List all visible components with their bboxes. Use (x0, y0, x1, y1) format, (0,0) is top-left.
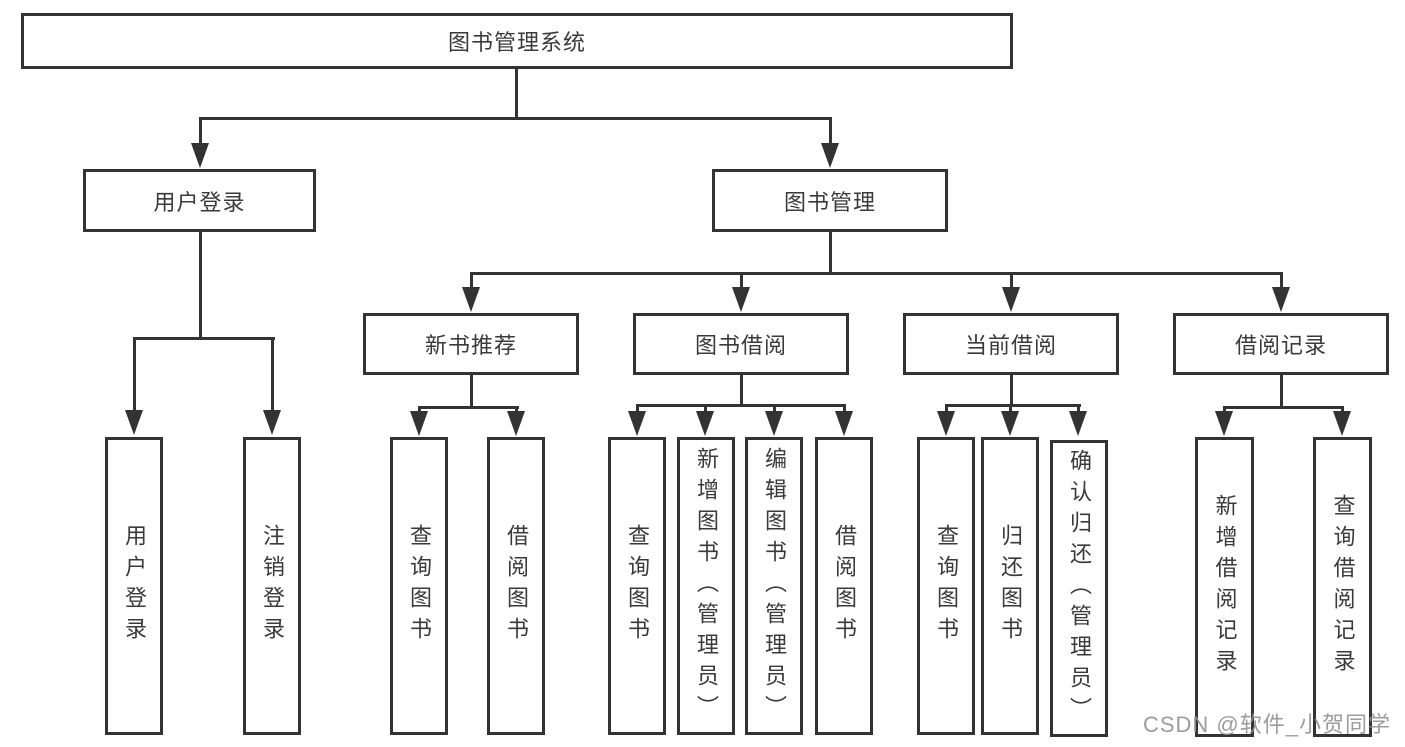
connector-bookmgmt-stem (829, 232, 832, 275)
leaf-return-books-label: 归还图书 (998, 524, 1023, 648)
leaf-query-books-3-label: 查询图书 (934, 524, 959, 648)
connector-borrow-drop-4 (843, 404, 846, 412)
arrow-down-icon (821, 143, 839, 168)
connector-records-rail (1223, 406, 1344, 409)
arrow-down-icon (732, 287, 750, 312)
arrow-down-icon (628, 411, 646, 436)
connector-userlogin-drop-1 (133, 337, 136, 413)
connector-userlogin-stem (199, 232, 202, 339)
connector-borrow-rail (636, 404, 846, 407)
arrow-down-icon (835, 411, 853, 436)
connector-bookmgmt-drop-4 (1280, 272, 1283, 288)
leaf-confirm-return-admin-label: 确认归还（管理员） (1067, 449, 1092, 728)
connector-newbook-drop-1 (418, 406, 421, 414)
connector-root-drop-right (829, 117, 832, 146)
leaf-borrow-books-1-label: 借阅图书 (504, 524, 529, 648)
arrow-down-icon (1001, 411, 1019, 436)
leaf-add-books-admin: 新增图书（管理员） (677, 437, 735, 735)
node-root-label: 图书管理系统 (447, 30, 586, 55)
connector-records-drop-2 (1341, 406, 1344, 414)
connector-root-stem (515, 69, 518, 119)
connector-newbook-drop-2 (515, 406, 518, 414)
leaf-confirm-return-admin: 确认归还（管理员） (1050, 440, 1108, 737)
node-current-borrow: 当前借阅 (903, 313, 1119, 375)
node-new-book-recommend: 新书推荐 (363, 313, 579, 375)
arrow-down-icon (462, 287, 480, 312)
watermark: CSDN @软件_小贺同学 (1142, 712, 1391, 737)
leaf-borrow-books-2: 借阅图书 (815, 437, 873, 735)
leaf-query-books-2: 查询图书 (608, 437, 666, 735)
node-borrow-records: 借阅记录 (1173, 313, 1389, 375)
arrow-down-icon (191, 143, 209, 168)
connector-bookmgmt-drop-2 (740, 272, 743, 288)
connector-current-stem (1010, 375, 1013, 407)
arrow-down-icon (1069, 411, 1087, 436)
arrow-down-icon (1215, 411, 1233, 436)
node-current-borrow-label: 当前借阅 (964, 333, 1057, 358)
leaf-edit-books-admin-label: 编辑图书（管理员） (762, 446, 787, 726)
leaf-query-borrow-record: 查询借阅记录 (1313, 437, 1372, 737)
connector-records-drop-1 (1223, 406, 1226, 414)
connector-borrow-drop-1 (636, 404, 639, 412)
connector-root-drop-left (199, 117, 202, 146)
arrow-down-icon (1272, 287, 1290, 312)
leaf-query-books-2-label: 查询图书 (625, 524, 650, 648)
connector-userlogin-rail (133, 337, 275, 340)
connector-borrow-stem (740, 375, 743, 407)
arrow-down-icon (507, 411, 525, 436)
leaf-logout: 注销登录 (243, 437, 301, 735)
connector-newbook-stem (470, 375, 473, 409)
connector-bookmgmt-drop-3 (1010, 272, 1013, 288)
connector-current-drop-3 (1077, 404, 1080, 412)
connector-current-drop-2 (1009, 404, 1012, 412)
leaf-borrow-books-2-label: 借阅图书 (832, 524, 857, 648)
connector-borrow-drop-3 (773, 404, 776, 412)
leaf-add-books-admin-label: 新增图书（管理员） (694, 446, 719, 726)
leaf-user-login: 用户登录 (105, 437, 163, 735)
arrow-down-icon (937, 411, 955, 436)
leaf-query-books-1-label: 查询图书 (407, 524, 432, 648)
connector-userlogin-drop-2 (271, 337, 274, 413)
connector-borrow-drop-2 (704, 404, 707, 412)
node-book-management: 图书管理 (712, 169, 948, 232)
connector-root-rail (199, 117, 832, 120)
connector-bookmgmt-drop-1 (470, 272, 473, 288)
arrow-down-icon (765, 411, 783, 436)
node-book-management-label: 图书管理 (783, 189, 876, 215)
node-book-borrow-label: 图书借阅 (694, 333, 787, 358)
connector-bookmgmt-rail (470, 272, 1283, 275)
arrow-down-icon (1002, 287, 1020, 312)
node-root: 图书管理系统 (21, 13, 1013, 69)
node-user-login: 用户登录 (83, 169, 316, 232)
arrow-down-icon (410, 411, 428, 436)
leaf-add-borrow-record-label: 新增借阅记录 (1212, 494, 1238, 680)
leaf-borrow-books-1: 借阅图书 (487, 437, 545, 735)
arrow-down-icon (1333, 411, 1351, 436)
arrow-down-icon (263, 410, 281, 435)
leaf-query-borrow-record-label: 查询借阅记录 (1330, 494, 1356, 680)
connector-current-drop-1 (945, 404, 948, 412)
connector-records-stem (1280, 375, 1283, 409)
node-book-borrow: 图书借阅 (633, 313, 849, 375)
leaf-return-books: 归还图书 (981, 437, 1039, 735)
leaf-logout-label: 注销登录 (260, 524, 285, 648)
arrow-down-icon (125, 410, 143, 435)
leaf-query-books-1: 查询图书 (390, 437, 448, 735)
leaf-add-borrow-record: 新增借阅记录 (1195, 437, 1254, 737)
leaf-edit-books-admin: 编辑图书（管理员） (745, 437, 803, 735)
node-borrow-records-label: 借阅记录 (1234, 333, 1327, 358)
connector-newbook-rail (418, 406, 519, 409)
leaf-user-login-label: 用户登录 (122, 524, 147, 648)
node-new-book-recommend-label: 新书推荐 (424, 333, 517, 358)
connector-current-rail (945, 404, 1081, 407)
node-user-login-label: 用户登录 (153, 189, 246, 215)
arrow-down-icon (696, 411, 714, 436)
leaf-query-books-3: 查询图书 (917, 437, 975, 735)
